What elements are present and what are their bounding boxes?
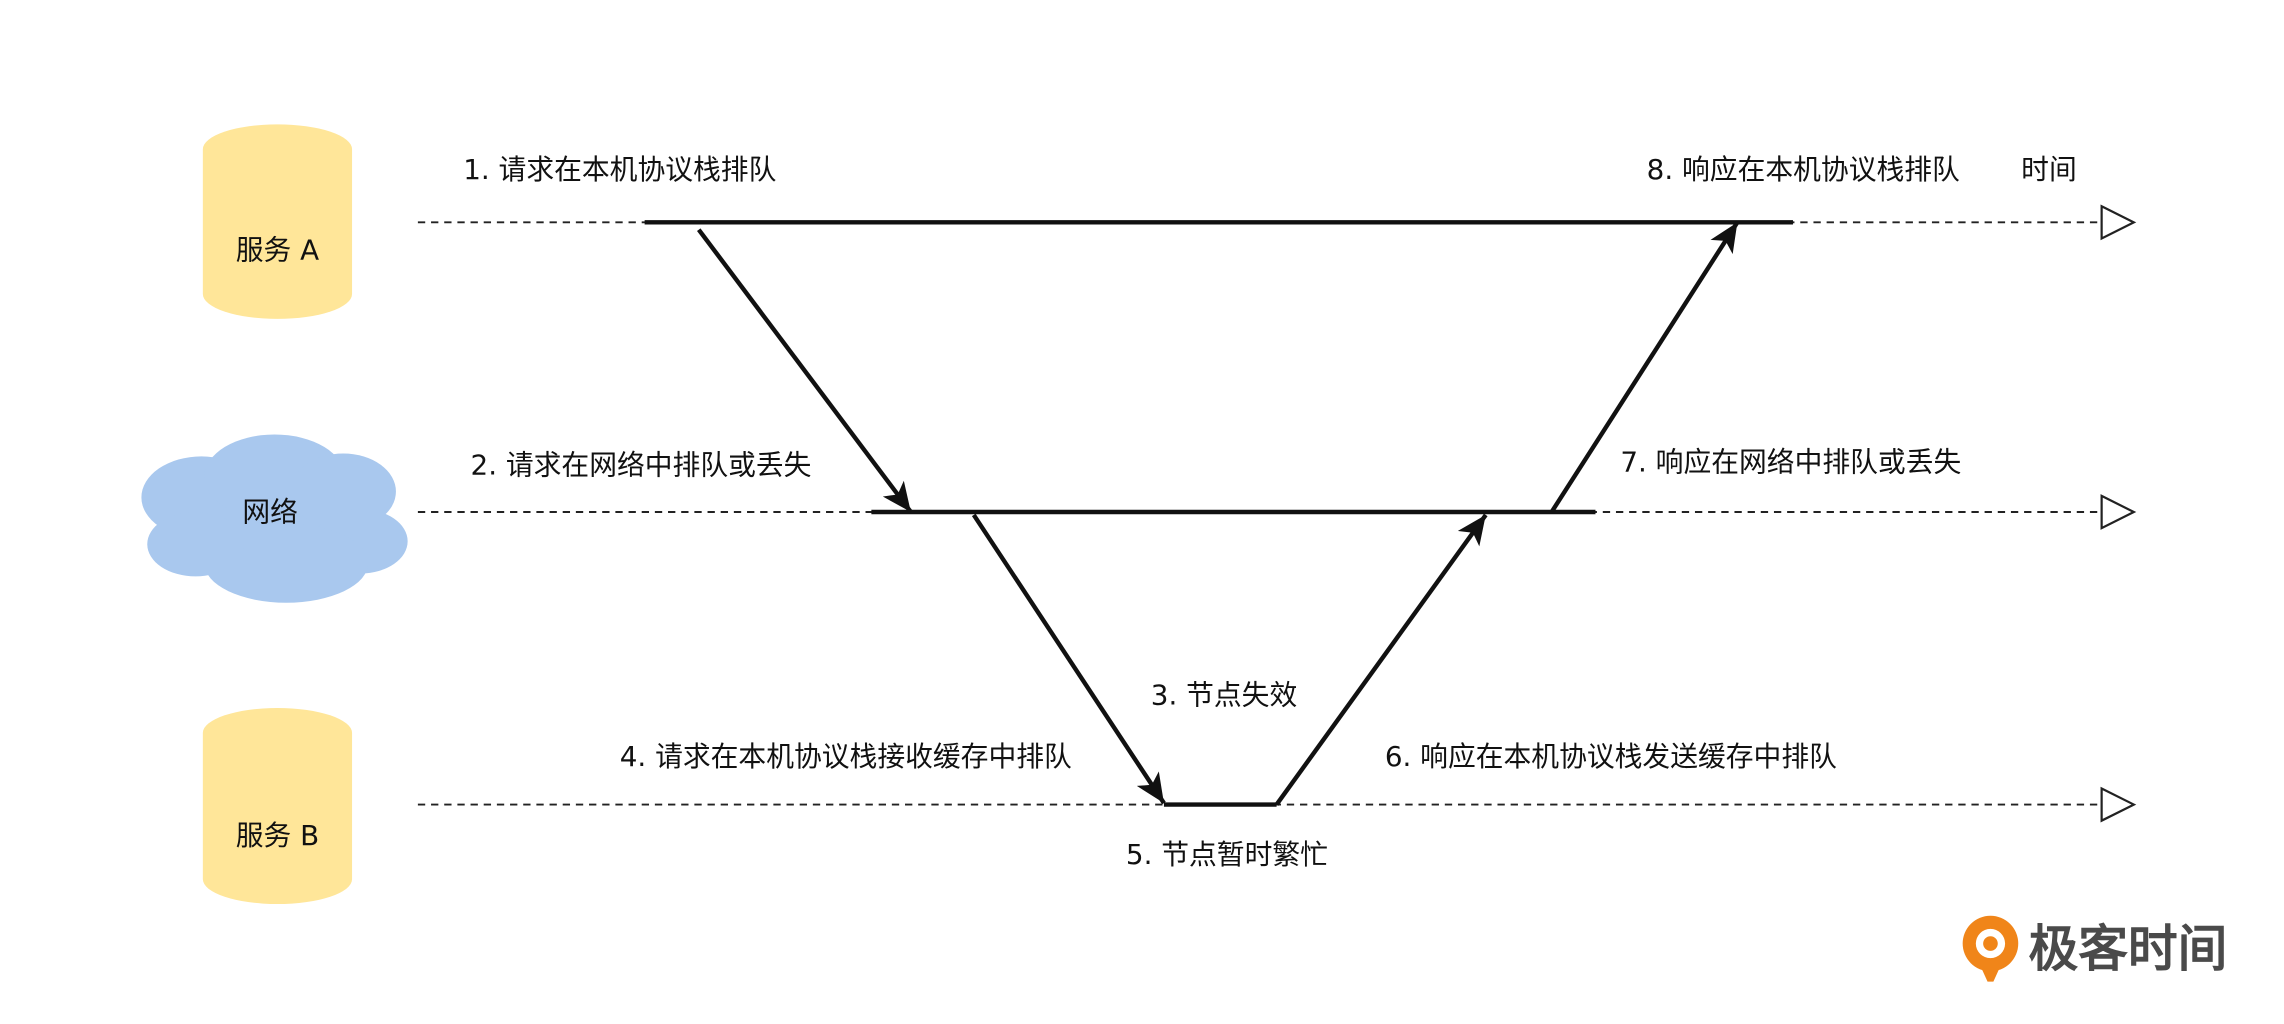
service-a-node: 服务 A [202, 124, 353, 319]
response-arrow-to-network [1274, 513, 1488, 806]
step-5-label: 5. 节点暂时繁忙 [1126, 838, 1328, 871]
service-b-timeline-arrowhead [2100, 786, 2137, 823]
step-1-label: 1. 请求在本机协议栈排队 [463, 153, 776, 186]
service-b-cylinder [202, 708, 353, 905]
network-label: 网络 [242, 495, 298, 528]
network-timeline [417, 494, 2137, 530]
network-cloud [141, 434, 408, 603]
step-6-label: 6. 响应在本机协议栈发送缓存中排队 [1385, 740, 1837, 773]
brand-logo-icon [1962, 915, 2019, 982]
step-4-label: 4. 请求在本机协议栈接收缓存中排队 [620, 740, 1072, 773]
step-3-label: 3. 节点失效 [1151, 678, 1297, 711]
service-b-timeline [417, 786, 2137, 823]
brand-logo: 极客时间 [1962, 915, 2227, 982]
service-b-node: 服务 B [202, 708, 353, 905]
brand-logo-text: 极客时间 [2028, 920, 2227, 978]
response-arrow-to-service-a [1549, 221, 1740, 514]
network-node: 网络 [141, 434, 408, 603]
step-2-label: 2. 请求在网络中排队或丢失 [471, 449, 812, 482]
service-a-timeline-arrowhead [2100, 204, 2137, 241]
step-7-label: 7. 响应在网络中排队或丢失 [1620, 446, 1961, 479]
network-timeline-arrowhead [2100, 494, 2137, 530]
service-a-timeline [417, 204, 2137, 241]
request-arrow-to-service-b [971, 513, 1166, 805]
time-axis-label: 时间 [2021, 153, 2077, 186]
service-b-label: 服务 B [236, 819, 319, 852]
step-8-label: 8. 响应在本机协议栈排队 [1647, 153, 1960, 186]
service-a-label: 服务 A [236, 234, 319, 267]
request-arrow-to-network [696, 228, 913, 514]
service-a-cylinder [202, 124, 353, 319]
